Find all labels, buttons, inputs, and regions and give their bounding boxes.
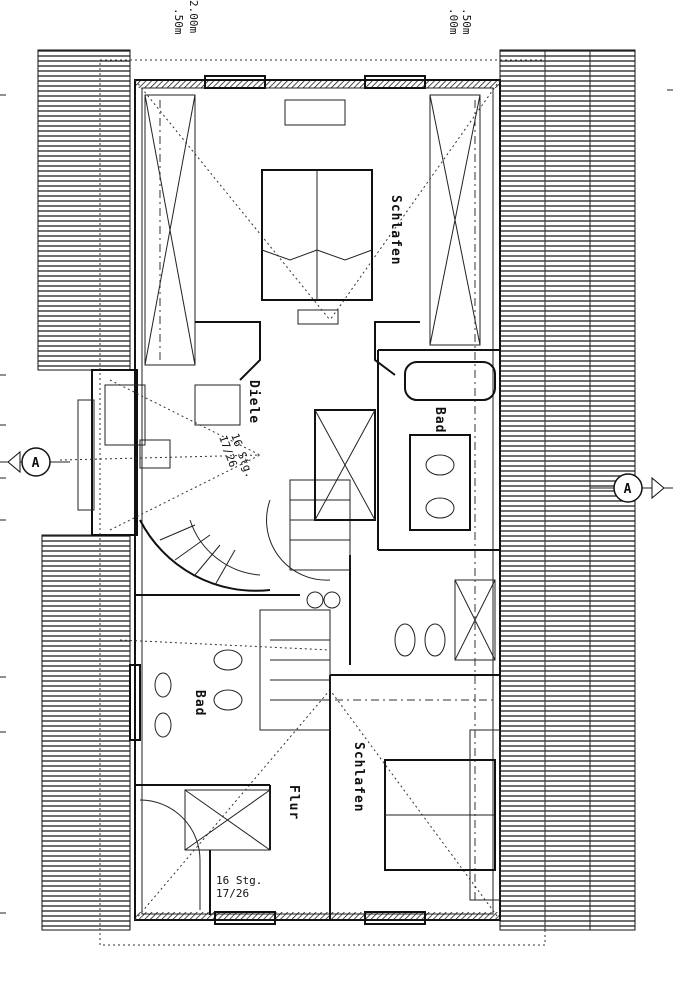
stair-note-lower-steps: 16 Stg. bbox=[216, 874, 262, 887]
interior-walls bbox=[135, 321, 500, 920]
dimension-right-bottom: .00m bbox=[447, 8, 460, 35]
room-label-schlafen-bottom: Schlafen bbox=[351, 742, 366, 813]
outer-walls bbox=[77, 79, 501, 921]
staircases bbox=[139, 409, 376, 910]
dimension-left-top: 2.00m bbox=[187, 0, 200, 33]
hall-furniture bbox=[104, 384, 241, 469]
roof-lines bbox=[59, 59, 546, 946]
room-label-bad-left: Bad bbox=[192, 690, 207, 716]
room-label-bad-right: Bad bbox=[432, 407, 447, 433]
dimension-right-top: .50m bbox=[460, 8, 473, 35]
bathroom-fixtures-left bbox=[154, 649, 243, 738]
bathroom-fixtures-right bbox=[306, 361, 496, 657]
dimension-left-bottom: .50m bbox=[172, 8, 185, 35]
room-label-flur: Flur bbox=[286, 785, 301, 820]
stair-note-lower-ratio: 17/26 bbox=[216, 887, 249, 900]
section-marker-left: A bbox=[0, 447, 70, 477]
closets bbox=[144, 94, 496, 900]
windows bbox=[129, 75, 426, 925]
margin-ticks bbox=[0, 89, 673, 914]
section-marker-right: A bbox=[590, 473, 673, 503]
section-label-left: A bbox=[32, 456, 41, 471]
room-label-diele: Diele bbox=[246, 380, 261, 424]
section-label-right: A bbox=[624, 482, 633, 497]
double-bed-bottom bbox=[335, 699, 501, 901]
double-bed-top bbox=[261, 169, 373, 325]
room-label-schlafen-top: Schlafen bbox=[388, 195, 403, 266]
roof-hatching bbox=[37, 49, 636, 931]
